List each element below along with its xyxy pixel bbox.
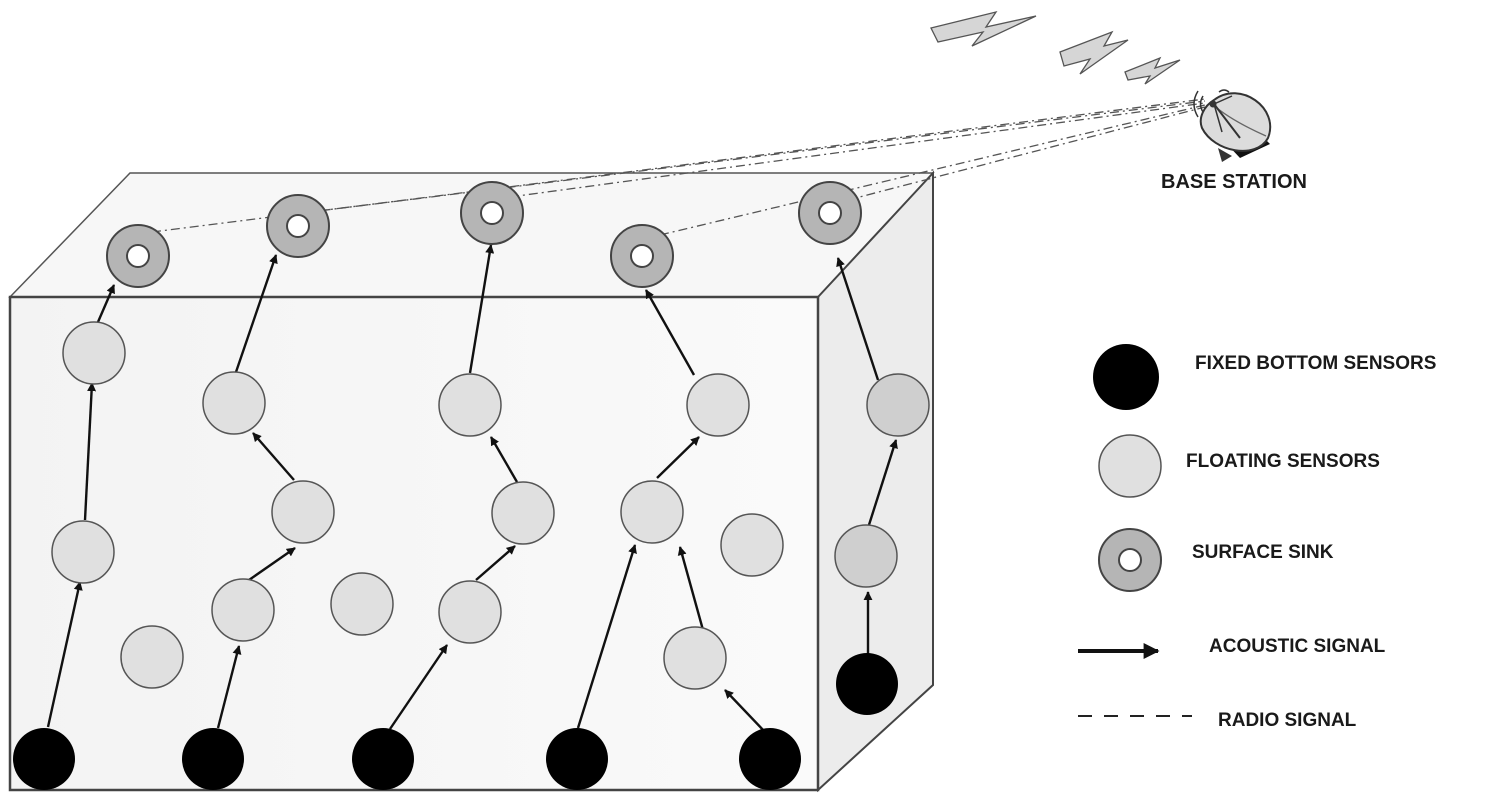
lightning-bolt-icon (1059, 30, 1129, 75)
legend-floating-sensor-icon (1098, 434, 1162, 498)
acoustic-arrow (644, 289, 696, 376)
acoustic-arrow (576, 544, 637, 729)
radio-link-2 (317, 100, 1206, 212)
legend-fixed-sensor-icon (1093, 344, 1159, 410)
legend-radio-signal-label: RADIO SIGNAL (1218, 710, 1357, 731)
floating-sensor (51, 520, 115, 584)
lightning-bolt-icons (930, 10, 1181, 85)
floating-sensor (202, 371, 266, 435)
acoustic-arrow (475, 545, 516, 581)
floating-sensor (271, 480, 335, 544)
floating-sensor (330, 572, 394, 636)
floating-sensor (866, 373, 930, 437)
fixed-bottom-sensor (836, 653, 898, 715)
radio-link-5 (847, 106, 1206, 201)
acoustic-arrow (46, 581, 83, 728)
acoustic-arrow (836, 257, 880, 381)
floating-sensor (438, 580, 502, 644)
lightning-bolt-icon (1124, 56, 1181, 85)
acoustic-arrow (677, 546, 705, 631)
legend-floating-sensors-label: FLOATING SENSORS (1186, 451, 1380, 472)
legend-surface-sink-icon (1098, 528, 1162, 592)
base-station-label: BASE STATION (1161, 171, 1307, 193)
radio-link-1 (151, 98, 1206, 233)
acoustic-arrow (468, 244, 495, 374)
surface-sink (266, 194, 330, 258)
floating-sensor (438, 373, 502, 437)
surface-sink (460, 181, 524, 245)
fixed-bottom-sensor (182, 728, 244, 790)
surface-sink (610, 224, 674, 288)
legend-surface-sink-label: SURFACE SINK (1192, 542, 1334, 563)
fixed-bottom-sensor (352, 728, 414, 790)
satellite-dish-icon (1193, 89, 1272, 162)
acoustic-arrow (389, 644, 448, 730)
acoustic-arrow (248, 547, 296, 581)
floating-sensor (491, 481, 555, 545)
acoustic-arrow (234, 254, 278, 373)
radio-links (151, 98, 1206, 236)
floating-sensor (686, 373, 750, 437)
floating-sensor (62, 321, 126, 385)
surface-sink (106, 224, 170, 288)
acoustic-arrow (866, 439, 898, 529)
acoustic-links (46, 244, 898, 733)
surface-sink (798, 181, 862, 245)
radio-link-4 (659, 104, 1206, 236)
acoustic-arrow (724, 689, 766, 733)
legend: FIXED BOTTOM SENSORS FLOATING SENSORS SU… (1078, 344, 1436, 731)
acoustic-arrow (489, 436, 519, 483)
radio-link-3 (509, 102, 1206, 198)
floating-sensor (720, 513, 784, 577)
fixed-bottom-sensor (739, 728, 801, 790)
fixed-bottom-sensors (13, 653, 898, 790)
acoustic-arrow (216, 645, 242, 729)
floating-sensor (620, 480, 684, 544)
floating-sensor (663, 626, 727, 690)
acoustic-arrow (83, 382, 97, 521)
acoustic-arrow (252, 432, 295, 481)
lightning-bolt-icon (930, 10, 1037, 47)
legend-acoustic-signal-label: ACOUSTIC SIGNAL (1209, 636, 1386, 657)
surface-sinks (106, 181, 862, 288)
floating-sensor (834, 524, 898, 588)
legend-fixed-bottom-sensors-label: FIXED BOTTOM SENSORS (1195, 353, 1436, 374)
floating-sensor (211, 578, 275, 642)
fixed-bottom-sensor (13, 728, 75, 790)
box-front-face (8, 295, 820, 792)
floating-sensors (51, 321, 930, 690)
fixed-bottom-sensor (546, 728, 608, 790)
acoustic-arrow (96, 284, 116, 323)
acoustic-arrow (656, 436, 700, 479)
floating-sensor (120, 625, 184, 689)
